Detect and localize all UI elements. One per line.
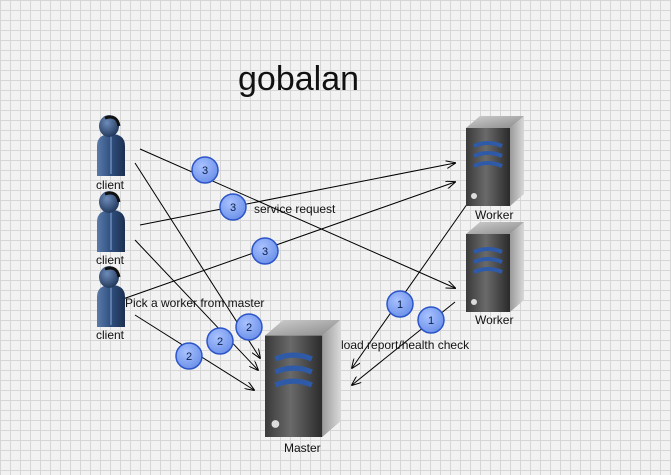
svg-text:2: 2 [246,322,252,334]
client-node-3: client [95,264,127,342]
step-badge: 3 [219,193,247,221]
diagram-title: gobalan [238,60,359,98]
worker-node-1: Worker [464,114,526,222]
svg-text:1: 1 [397,299,403,311]
edge-client2-worker1 [139,163,455,226]
step-badge: 2 [235,313,263,341]
master-label: Master [284,441,321,455]
edge-label-service-request: service request [254,202,336,216]
server-icon [464,220,526,314]
svg-text:3: 3 [230,202,236,214]
edge-worker1-master [352,199,471,368]
server-icon [265,320,340,437]
step-badge: 1 [417,306,445,334]
worker-node-2: Worker [464,220,526,327]
step-badge: 2 [175,342,203,370]
worker-label: Worker [475,313,513,327]
svg-text:2: 2 [186,351,192,363]
step-badge: 3 [251,237,279,265]
person-icon [95,189,127,254]
person-icon [95,264,127,329]
master-node: Master [265,320,340,455]
server-icon [464,114,526,208]
step-badge: 3 [191,156,219,184]
client-label: client [96,178,125,192]
edge-client2-master [134,239,258,370]
edge-client3-worker1 [119,182,455,301]
step-badge: 2 [206,327,234,355]
svg-text:3: 3 [202,165,208,177]
person-icon [95,113,127,178]
svg-text:1: 1 [428,315,434,327]
svg-text:2: 2 [217,336,223,348]
edge-label-load-report: load report/health check [341,338,470,352]
edge-label-pick-worker: Pick a worker from master [125,296,264,310]
client-node-1: client [95,113,127,192]
client-label: client [96,253,125,267]
edge-client1-worker2 [139,148,455,288]
step-badge: 1 [386,290,414,318]
client-label: client [96,328,125,342]
client-node-2: client [95,189,127,267]
svg-text:3: 3 [262,246,268,258]
worker-label: Worker [475,208,513,222]
